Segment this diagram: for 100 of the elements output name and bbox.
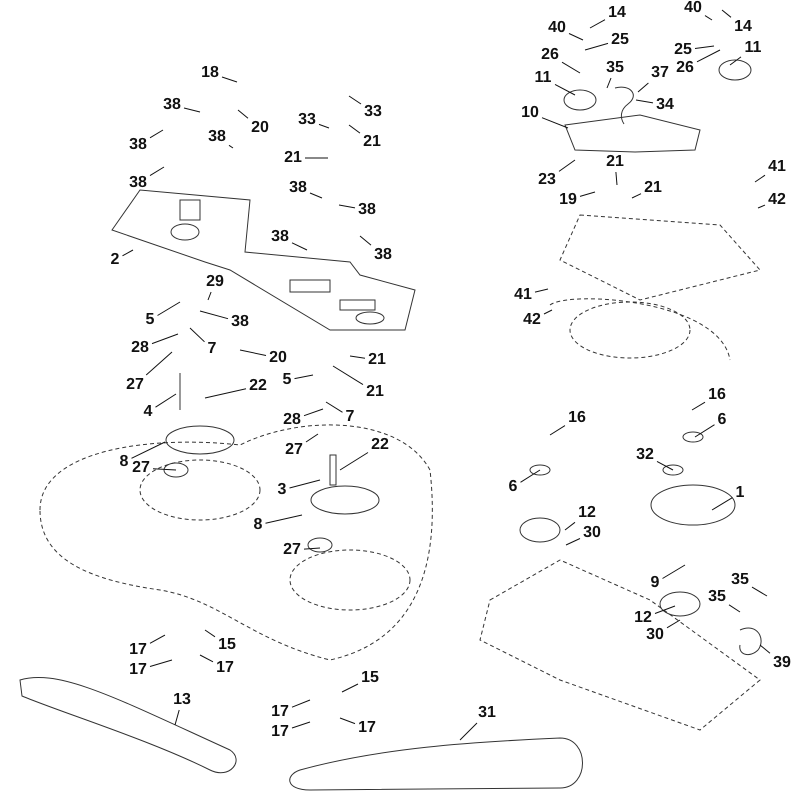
callout-number: 20 — [250, 119, 270, 137]
leader-line — [292, 242, 308, 250]
callout-number: 16 — [567, 409, 587, 427]
callout-number: 32 — [635, 446, 655, 464]
callout-number: 31 — [477, 704, 497, 722]
leader-line — [696, 50, 720, 62]
leader-line — [562, 62, 580, 74]
callout-number: 30 — [645, 626, 665, 644]
leader-line — [200, 310, 228, 320]
callout-number: 6 — [508, 478, 518, 496]
callout-number: 21 — [362, 133, 382, 151]
callout-number: 27 — [282, 541, 302, 559]
callout-number: 38 — [357, 201, 377, 219]
callout-number: 12 — [633, 609, 653, 627]
callout-number: 37 — [650, 64, 670, 82]
callout-number: 20 — [268, 349, 288, 367]
leader-line — [304, 548, 320, 550]
callout-number: 2 — [110, 251, 120, 269]
leader-line — [294, 374, 314, 380]
leader-line — [204, 630, 216, 638]
leader-line — [122, 250, 134, 256]
leader-line — [662, 564, 686, 579]
callout-number: 11 — [533, 69, 553, 87]
leader-line — [554, 84, 576, 96]
leader-line — [584, 42, 608, 50]
leader-line — [157, 302, 180, 316]
leader-line — [152, 334, 178, 344]
leader-line — [200, 654, 214, 662]
leader-line — [238, 110, 248, 119]
callout-number: 1 — [734, 484, 746, 502]
leader-line — [150, 660, 172, 667]
callout-number: 13 — [172, 691, 192, 709]
callout-number: 17 — [270, 723, 290, 741]
leader-line — [360, 236, 372, 246]
leader-line — [184, 108, 200, 112]
callout-number: 42 — [522, 311, 542, 329]
leader-line — [340, 718, 356, 724]
leader-line — [520, 470, 540, 483]
leader-line — [131, 442, 166, 459]
callout-number: 27 — [284, 441, 304, 459]
leader-line — [292, 722, 310, 728]
callout-number: 21 — [643, 179, 663, 197]
leader-line — [638, 82, 649, 92]
callout-number: 35 — [730, 571, 750, 589]
callout-number: 3 — [276, 481, 288, 499]
leader-line — [338, 204, 356, 208]
leader-line — [666, 620, 680, 628]
leader-line — [568, 33, 584, 40]
leader-line — [590, 19, 606, 28]
leader-line — [730, 56, 742, 66]
leader-line — [340, 452, 368, 470]
leader-line — [240, 350, 266, 356]
leader-line — [174, 710, 180, 726]
leader-line — [760, 644, 770, 654]
callout-number: 25 — [673, 41, 693, 59]
leader-line — [222, 76, 238, 82]
callout-number: 38 — [128, 136, 148, 154]
callout-number: 30 — [582, 524, 602, 542]
callout-number: 12 — [577, 504, 597, 522]
leader-line — [542, 117, 568, 128]
callout-number: 21 — [365, 383, 385, 401]
leader-line — [752, 586, 768, 596]
callout-number: 22 — [248, 377, 268, 395]
callout-number: 21 — [367, 351, 387, 369]
leader-line — [342, 684, 358, 692]
callout-number: 5 — [282, 371, 292, 389]
leader-line — [758, 204, 766, 208]
callout-number: 21 — [605, 153, 625, 171]
leader-line — [265, 514, 302, 524]
callout-number: 21 — [283, 149, 303, 167]
callout-number: 4 — [142, 403, 154, 421]
callout-number: 17 — [357, 719, 377, 737]
leader-line — [332, 366, 364, 386]
leader-line — [289, 480, 320, 488]
leader-line — [150, 130, 164, 138]
callout-number: 17 — [128, 661, 148, 679]
leader-line — [692, 402, 706, 410]
leader-line — [580, 192, 596, 197]
callout-number: 27 — [131, 459, 151, 477]
leader-line — [636, 100, 654, 104]
leader-line — [348, 96, 362, 104]
callout-number: 14 — [607, 4, 627, 22]
leader-line — [350, 356, 366, 359]
callout-number: 38 — [230, 313, 250, 331]
callout-number: 28 — [282, 411, 302, 429]
callout-number: 29 — [205, 273, 225, 291]
callout-number: 38 — [270, 228, 290, 246]
callout-number: 33 — [297, 111, 317, 129]
callout-number: 18 — [200, 64, 220, 82]
leader-line — [155, 394, 176, 408]
leader-line — [615, 172, 618, 186]
leader-line — [728, 604, 740, 612]
callout-number: 39 — [772, 654, 792, 672]
leader-line — [654, 606, 676, 614]
leader-line — [656, 460, 674, 470]
callout-number: 17 — [128, 641, 148, 659]
leader-line — [704, 15, 712, 20]
leader-line — [318, 124, 330, 128]
leader-line — [208, 292, 212, 300]
leader-line — [310, 192, 322, 198]
